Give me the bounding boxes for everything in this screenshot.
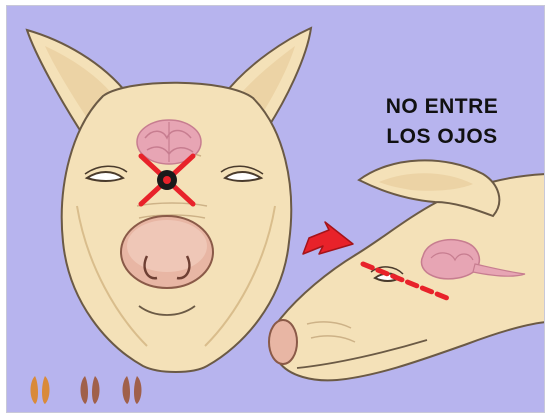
cross-mark-icon <box>138 153 196 207</box>
dashed-line-icon <box>360 261 450 301</box>
side-wrinkle-1 <box>306 321 352 329</box>
left-nostril <box>143 255 158 280</box>
side-snout <box>268 319 298 365</box>
caption-line-1: NO ENTRE <box>385 95 499 118</box>
right-nostril <box>176 255 191 280</box>
red-arrow-icon <box>302 221 354 255</box>
caption: NO ENTRE LOS OJOS <box>357 92 527 152</box>
left-eye <box>84 171 125 182</box>
hoofprint-icon <box>80 376 100 404</box>
right-eyelid <box>220 165 264 175</box>
side-mouth <box>296 339 428 369</box>
side-ear-inner <box>379 173 473 191</box>
illustration-panel: NO ENTRE LOS OJOS <box>6 5 545 413</box>
side-wrinkle-2 <box>310 335 356 343</box>
side-view-pig-head <box>268 159 544 382</box>
nose-wrinkle-2 <box>138 214 206 219</box>
left-cheek-line <box>76 205 148 347</box>
front-snout-highlight <box>127 220 207 272</box>
hoofprint-icon <box>122 376 142 404</box>
illustration-svg <box>7 6 544 412</box>
brain-icon <box>136 119 202 165</box>
brain-icon <box>420 238 526 280</box>
right-eye <box>223 171 264 182</box>
left-eyelid <box>84 165 128 175</box>
side-eyelid <box>370 266 404 275</box>
front-view-pig-head <box>25 26 313 373</box>
caption-line-2: LOS OJOS <box>386 125 498 148</box>
hoofprint-icon <box>30 376 50 404</box>
right-cheek-line <box>204 205 276 347</box>
front-mouth <box>138 305 196 316</box>
